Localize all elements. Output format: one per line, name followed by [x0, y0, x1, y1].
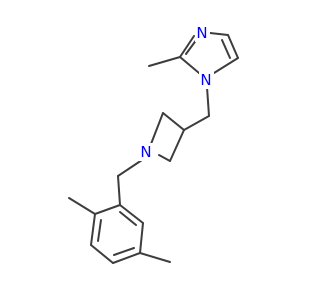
molecule-structure-diagram: N N N [68, 24, 239, 264]
bond-ring-c6-c1 [119, 204, 144, 224]
bond-azetidine-c3-c2 [162, 112, 185, 131]
bond-ring-c3-c4 [90, 244, 114, 264]
atom-label-n1: N [200, 71, 211, 89]
atom-azetidine-n: N [139, 143, 154, 161]
bond-benzyl-ch2-ring [117, 175, 121, 206]
bond-ring-c4-c5-inner [113, 247, 135, 256]
bond-imidazole-c5-n1 [213, 57, 239, 74]
bond-azetidine-n-benzyl-ch2 [117, 159, 143, 177]
bond-ring-c1-c2 [94, 204, 121, 215]
bond-ring-c6-c1-inner [119, 211, 137, 226]
atom-label-n3: N [196, 24, 207, 42]
bond-imidazole-n1-c2 [179, 56, 200, 74]
bond-ring-c4-c5 [112, 252, 141, 264]
bond-ring-c5-c6 [139, 222, 144, 254]
bond-imidazole-c2-n3 [179, 35, 195, 58]
bond-azetidine-n1-c4 [158, 154, 171, 162]
atom-imidazole-n1: N [199, 71, 214, 89]
bond-imidazole-c4-c5 [227, 34, 239, 59]
bond-ring-c2-c3-inner [97, 219, 102, 242]
bond-ring-c2-c3 [90, 213, 96, 246]
atom-imidazole-n3: N [195, 24, 210, 42]
bond-imidazole-n3-c4 [209, 32, 229, 36]
bond-azetidine-c2-n1 [150, 112, 164, 145]
bond-azetidine-c4-c3 [169, 129, 185, 162]
bond-n1-methylene [206, 86, 210, 117]
bond-c2-methyl [148, 56, 181, 67]
bond-ring-ortho-methyl [68, 197, 96, 215]
atom-label-azetidine-n: N [140, 143, 151, 161]
bond-imidazole-c4-c5-double [221, 39, 231, 59]
bond-methylene-azetidine-c3 [183, 115, 210, 131]
bond-ring-meta-methyl [139, 252, 171, 263]
